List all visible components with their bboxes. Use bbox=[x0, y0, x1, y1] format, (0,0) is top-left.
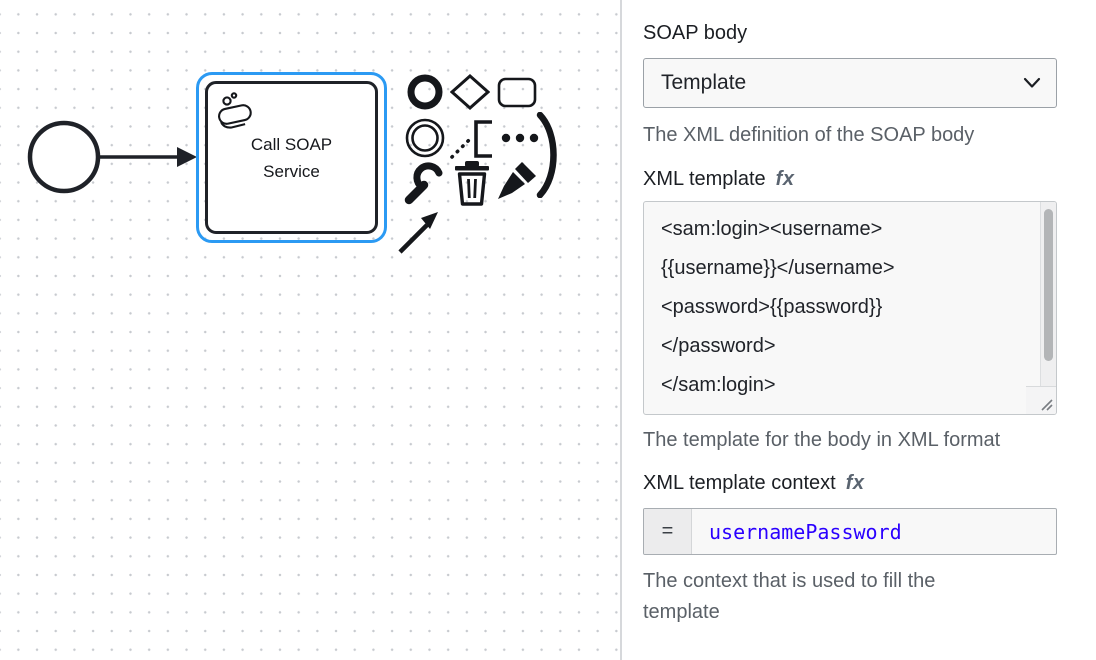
paintbrush-icon[interactable] bbox=[492, 158, 542, 206]
soap-body-select[interactable]: Template bbox=[643, 58, 1057, 108]
trash-icon[interactable] bbox=[452, 158, 492, 208]
popup-paren-icon[interactable] bbox=[536, 112, 564, 198]
connect-arrow-icon[interactable] bbox=[394, 204, 444, 258]
soap-body-label-text: SOAP body bbox=[643, 22, 748, 44]
resize-handle-icon[interactable] bbox=[1040, 398, 1053, 411]
xml-template-context-label: XML template context fx bbox=[643, 471, 1057, 495]
scrollbar-thumb[interactable] bbox=[1044, 209, 1053, 361]
task-label: Call SOAP Service bbox=[250, 134, 333, 181]
sequence-flow-arrow[interactable] bbox=[99, 141, 199, 173]
xml-template-context-help: The context that is used to fill the tem… bbox=[643, 570, 936, 623]
append-task-icon[interactable] bbox=[497, 77, 537, 108]
bpmn-canvas[interactable]: Call SOAP Service bbox=[0, 0, 620, 660]
chevron-down-icon bbox=[1023, 77, 1041, 88]
xml-template-label-text: XML template bbox=[643, 168, 766, 190]
append-end-event-icon[interactable] bbox=[406, 73, 444, 111]
append-intermediate-event-icon[interactable] bbox=[404, 117, 446, 159]
textarea-scrollbar[interactable] bbox=[1040, 202, 1056, 386]
feel-icon: fx bbox=[775, 168, 795, 190]
feel-icon: fx bbox=[845, 472, 865, 494]
xml-template-context-value[interactable]: usernamePassword bbox=[709, 519, 902, 544]
start-event-shape[interactable] bbox=[26, 119, 102, 195]
xml-template-value[interactable]: <sam:login><username> {{username}}</user… bbox=[661, 218, 895, 396]
append-text-annotation-icon[interactable] bbox=[448, 116, 496, 160]
selection-outline: Call SOAP Service bbox=[196, 72, 387, 243]
append-gateway-icon[interactable] bbox=[450, 74, 490, 110]
textarea-resize-corner[interactable] bbox=[1026, 386, 1056, 414]
feel-equals-prefix: = bbox=[644, 509, 692, 554]
more-options-icon[interactable] bbox=[499, 126, 543, 150]
wrench-icon[interactable] bbox=[402, 160, 446, 206]
properties-panel: SOAP body Template The XML definition of… bbox=[622, 0, 1096, 660]
soap-body-help: The XML definition of the SOAP body bbox=[643, 124, 975, 146]
soap-icon bbox=[218, 92, 252, 129]
panel-divider bbox=[620, 0, 622, 660]
soap-body-selected-value: Template bbox=[661, 71, 747, 94]
xml-template-context-input[interactable]: = usernamePassword bbox=[643, 508, 1057, 555]
task-call-soap-service[interactable]: Call SOAP Service bbox=[205, 81, 378, 234]
xml-template-context-label-text: XML template context bbox=[643, 472, 836, 494]
xml-template-help: The template for the body in XML format bbox=[643, 429, 1001, 451]
xml-template-textarea[interactable]: <sam:login><username> {{username}}</user… bbox=[643, 201, 1057, 415]
xml-template-label: XML template fx bbox=[643, 167, 1057, 191]
soap-body-label: SOAP body bbox=[643, 21, 1057, 45]
